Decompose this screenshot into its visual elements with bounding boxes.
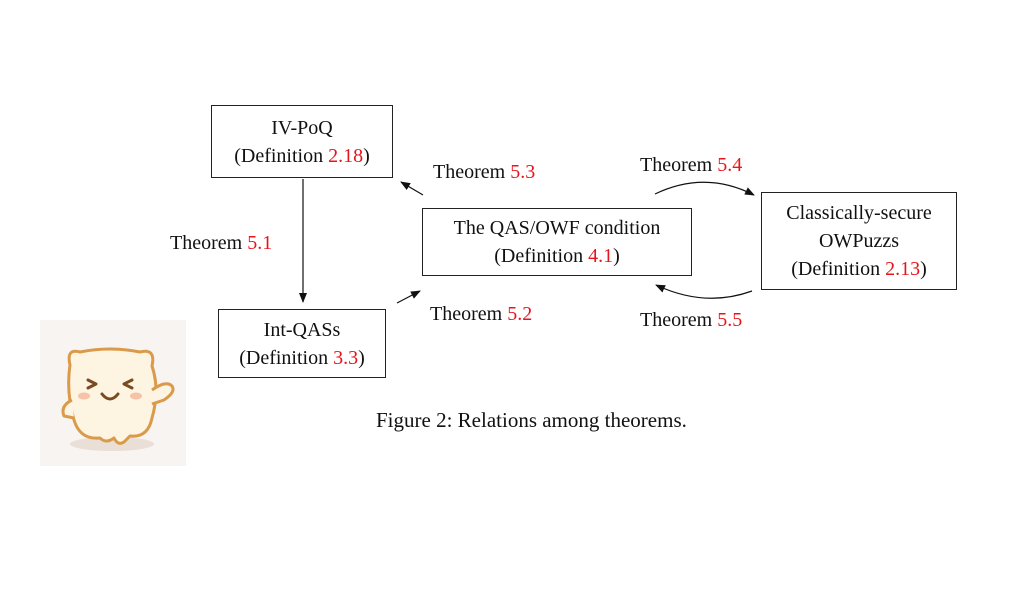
edge-label-theorem-5-5: Theorem 5.5 bbox=[640, 309, 743, 331]
node-owpuzz-line2: OWPuzzs bbox=[819, 230, 899, 252]
node-owpuzz-line1: Classically-secure bbox=[786, 202, 932, 224]
definition-ref: 2.18 bbox=[328, 144, 364, 167]
arrow-qasowf-to-owpuzz bbox=[654, 181, 755, 196]
edge-label-theorem-5-2: Theorem 5.2 bbox=[430, 303, 533, 325]
node-owpuzz-definition: (Definition 2.13) bbox=[791, 258, 927, 280]
node-qasowf: The QAS/OWF condition (Definition 4.1) bbox=[422, 208, 692, 276]
mascot-drawing bbox=[61, 347, 175, 451]
node-qasowf-title: The QAS/OWF condition bbox=[453, 217, 661, 239]
node-qasowf-definition: (Definition 4.1) bbox=[494, 245, 620, 267]
edge-label-theorem-5-4: Theorem 5.4 bbox=[640, 154, 743, 176]
definition-ref: 4.1 bbox=[588, 245, 614, 267]
node-ivpoq-definition: (Definition 2.18) bbox=[234, 144, 370, 167]
cute-mascot-icon bbox=[40, 320, 186, 466]
arrow-owpuzz-to-qasowf bbox=[655, 284, 753, 299]
figure-caption: Figure 2: Relations among theorems. bbox=[376, 408, 687, 432]
definition-ref: 2.13 bbox=[885, 258, 921, 280]
arrow-qasowf-to-ivpoq bbox=[400, 181, 424, 196]
arrow-intqas-to-qasowf bbox=[396, 290, 421, 304]
definition-ref: 3.3 bbox=[333, 346, 359, 369]
node-ivpoq-title: IV-PoQ bbox=[271, 116, 333, 139]
node-ivpoq: IV-PoQ (Definition 2.18) bbox=[211, 105, 393, 178]
node-owpuzz: Classically-secure OWPuzzs (Definition 2… bbox=[761, 192, 957, 290]
edge-label-theorem-5-1: Theorem 5.1 bbox=[170, 232, 273, 254]
node-intqas-title: Int-QASs bbox=[263, 318, 341, 341]
node-intqas: Int-QASs (Definition 3.3) bbox=[218, 309, 386, 378]
edge-label-theorem-5-3: Theorem 5.3 bbox=[433, 161, 536, 183]
node-intqas-definition: (Definition 3.3) bbox=[239, 346, 365, 369]
